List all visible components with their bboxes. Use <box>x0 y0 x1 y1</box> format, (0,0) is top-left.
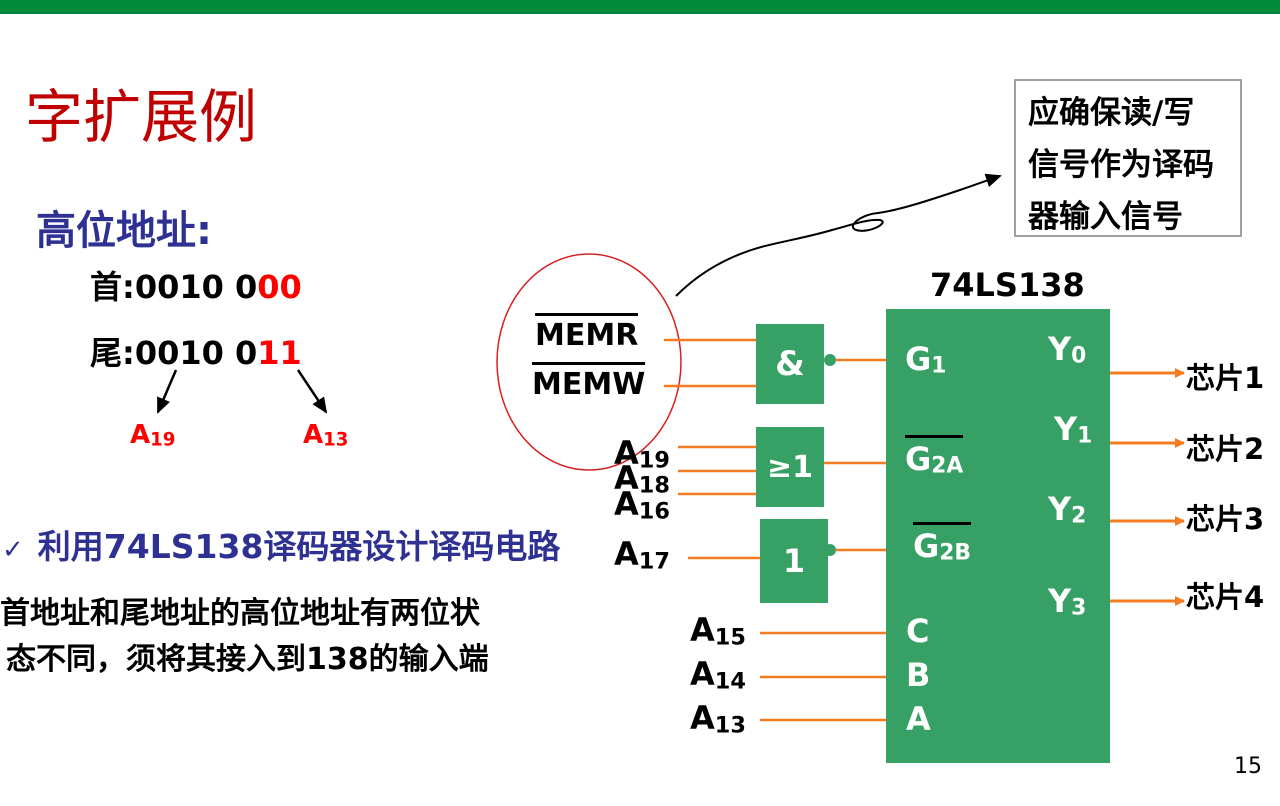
pin-b: B <box>906 656 931 694</box>
first-address-black: 0010 0 <box>134 268 258 306</box>
and-gate: & <box>756 324 824 404</box>
output-chip-3: 芯片3 <box>1186 502 1265 536</box>
arrow-to-a19 <box>156 369 178 414</box>
signal-a15: A15 <box>690 611 746 651</box>
note-box: 应确保读/写 信号作为译码 器输入信号 <box>1014 79 1242 237</box>
note-line: 信号作为译码 <box>1028 147 1214 183</box>
pin-g2a: G2A <box>905 435 964 479</box>
pin-a: A <box>906 700 931 738</box>
output-chip-2: 芯片2 <box>1186 432 1265 466</box>
pin-g1: G1 <box>905 340 947 379</box>
signal-a17: A17 <box>614 535 670 575</box>
first-address-red: 00 <box>257 268 302 306</box>
top-accent-bar <box>0 0 1280 14</box>
bullet-text: 利用74LS138译码器设计译码电路 <box>37 527 561 566</box>
check-icon: ✓ <box>2 535 24 565</box>
marker-a19: A19 <box>130 420 176 451</box>
last-address-black: 0010 0 <box>134 334 258 372</box>
address-heading: 高位地址: <box>36 208 212 254</box>
pin-y1: Y1 <box>1054 410 1093 449</box>
explanation-line-1: 首地址和尾地址的高位地址有两位状 <box>0 596 480 631</box>
page-number: 15 <box>1234 754 1262 779</box>
pin-y0: Y0 <box>1048 330 1087 369</box>
bullet-item: ✓ 利用74LS138译码器设计译码电路 <box>2 520 560 568</box>
output-chip-4: 芯片4 <box>1186 580 1265 614</box>
slide-title: 字扩展例 <box>25 83 258 151</box>
or-gate: ≥1 <box>756 427 824 507</box>
pin-c: C <box>906 612 930 650</box>
decoder-chip <box>886 309 1110 763</box>
last-address-label: 尾: <box>90 334 135 372</box>
not-gate: 1 <box>760 519 828 603</box>
signal-a19: A19 <box>614 434 670 474</box>
first-address-label: 首: <box>90 268 135 306</box>
note-line: 应确保读/写 <box>1028 95 1195 131</box>
inversion-bubble <box>824 354 836 366</box>
signal-a13: A13 <box>690 699 746 739</box>
decoder-name: 74LS138 <box>930 266 1085 304</box>
explanation-line-2: 态不同，须将其接入到138的输入端 <box>6 642 489 677</box>
signal-a18: A18 <box>614 459 670 499</box>
pin-g2b: G2B <box>913 522 971 566</box>
note-line: 器输入信号 <box>1028 199 1183 235</box>
handwritten-arrow <box>675 173 1002 297</box>
highlight-circle <box>496 253 682 471</box>
output-chip-1: 芯片1 <box>1186 361 1265 395</box>
signal-memr: MEMR <box>535 313 639 353</box>
last-address: 尾:0010 011 <box>90 328 302 374</box>
signal-a16: A16 <box>614 485 670 525</box>
last-address-red: 11 <box>257 334 302 372</box>
pin-y2: Y2 <box>1048 490 1087 529</box>
marker-a13: A13 <box>303 420 349 451</box>
first-address: 首:0010 000 <box>90 262 302 308</box>
signal-memw: MEMW <box>532 362 646 402</box>
arrow-to-a13 <box>296 369 328 414</box>
pin-y3: Y3 <box>1048 582 1087 621</box>
signal-a14: A14 <box>690 655 746 695</box>
